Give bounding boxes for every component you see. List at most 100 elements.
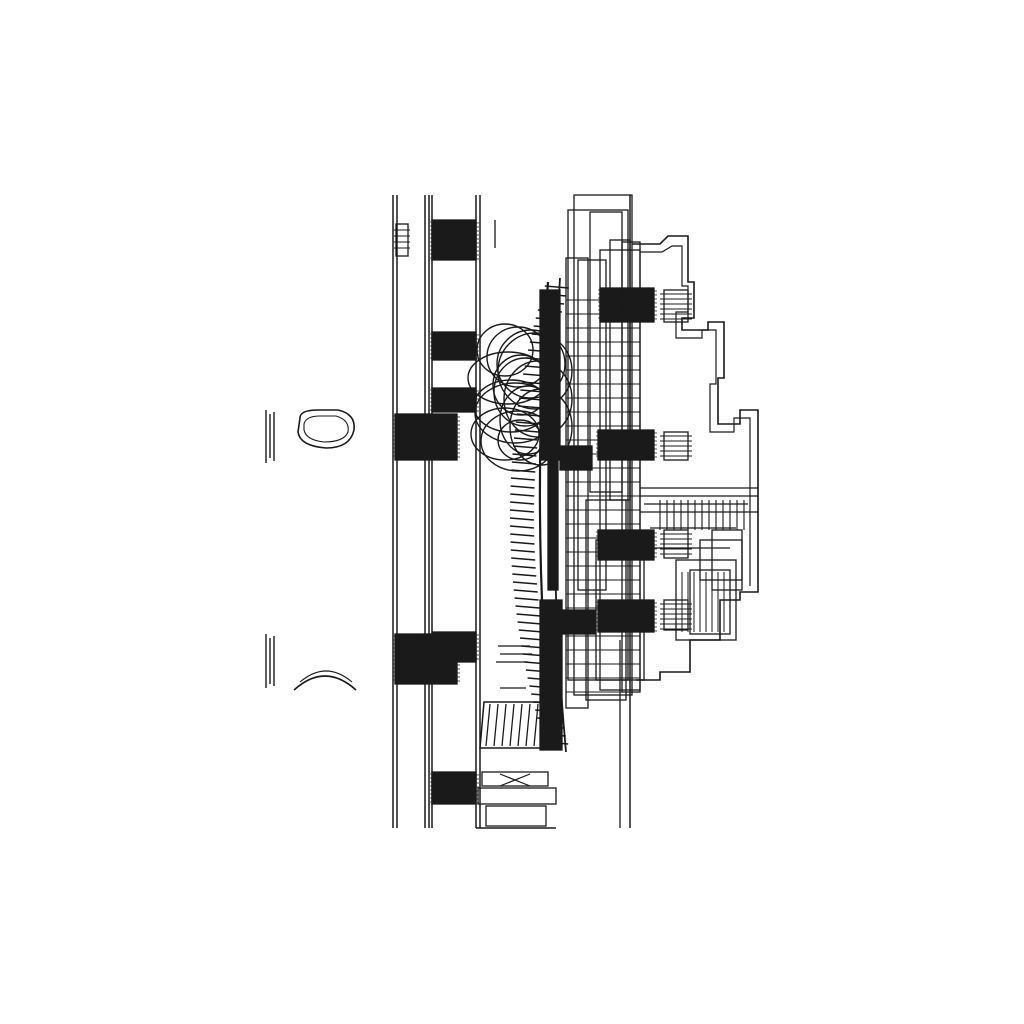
thread-pitch: [429, 237, 480, 240]
gear-tooth: [516, 613, 541, 617]
gear-tooth: [510, 477, 535, 481]
thread-pitch: [429, 233, 480, 236]
thread-pitch: [429, 401, 480, 404]
cylinder-hatch: [493, 703, 499, 747]
cylinder-hatch: [485, 703, 491, 747]
thread-pitch: [392, 419, 461, 422]
gear-tooth: [510, 493, 535, 497]
thread-pitch: [429, 225, 480, 228]
gear-tooth-fill: [559, 445, 593, 471]
gear-tooth: [513, 437, 538, 441]
gear-tooth: [544, 285, 569, 289]
thread-pitch: [392, 443, 461, 446]
gear-tooth: [514, 597, 539, 601]
ellipse-slot-inner: [303, 415, 349, 443]
thread-pitch: [429, 249, 480, 252]
stepped-profile-inner: [640, 245, 751, 586]
gear-tooth: [516, 413, 541, 417]
gear-tooth: [512, 573, 537, 577]
gear-tooth: [513, 589, 538, 593]
housing-frame: [595, 539, 645, 681]
gear-tooth: [512, 581, 538, 585]
thread-pitch: [429, 349, 480, 352]
thread-pitch: [429, 793, 480, 796]
thread-pitch: [429, 797, 480, 800]
gear-tooth: [510, 501, 535, 505]
gear-tooth: [512, 453, 537, 457]
thread-pitch: [429, 229, 480, 232]
cylinder-cap: [481, 771, 549, 787]
housing-frame: [565, 257, 589, 709]
thread-pitch: [429, 637, 480, 640]
thread-pitch: [429, 221, 480, 224]
thread-pitch: [392, 447, 461, 450]
cross-line: [499, 773, 531, 787]
thread-pitch: [392, 439, 461, 442]
slot-features: [293, 409, 357, 691]
gear-tooth: [509, 517, 535, 521]
thread-pitch: [429, 641, 480, 644]
thread-pitch: [392, 663, 461, 666]
thread-pitch: [429, 653, 480, 656]
thread-pitch: [392, 455, 461, 458]
cylinder-hatch: [517, 703, 523, 747]
gear-tooth: [511, 565, 536, 569]
thread-pitch: [429, 777, 480, 780]
gear-tooth: [513, 445, 538, 449]
thread-pitch: [429, 633, 480, 636]
gear-tooth: [515, 421, 540, 425]
gear-tooth: [511, 461, 536, 465]
bearing-assembly: [660, 289, 743, 641]
thread-pitch: [429, 789, 480, 792]
housing-frame: [573, 194, 633, 696]
gear-tooth: [510, 549, 535, 553]
thread-pitch: [429, 657, 480, 660]
main-shaft: [392, 195, 631, 828]
gear-tooth: [510, 525, 535, 529]
gear-tooth: [517, 621, 542, 625]
thread-pitch: [429, 785, 480, 788]
thread-pitch: [429, 337, 480, 340]
thread-pitch: [429, 257, 480, 260]
arc-slot-inner: [299, 670, 353, 683]
hatched-cylinder: [476, 645, 557, 829]
thread-block: [599, 287, 655, 323]
thread-pitch: [429, 773, 480, 776]
gear-tooth: [519, 397, 544, 401]
thread-pitch: [392, 675, 461, 678]
thread-pitch: [429, 253, 480, 256]
thread-pitch: [392, 415, 461, 418]
thread-pitch: [392, 679, 461, 682]
thread-pitch: [429, 357, 480, 360]
gear-tooth-fill: [539, 599, 563, 751]
gear-tooth: [514, 429, 539, 433]
gear-tooth: [518, 629, 543, 633]
nut: [395, 223, 409, 257]
gear-tooth: [510, 533, 535, 537]
thread-pitch: [392, 427, 461, 430]
arc-slot: [293, 675, 357, 691]
ellipse-slot: [297, 409, 355, 449]
gear-circle: [470, 407, 540, 461]
thread-pitch: [392, 423, 461, 426]
thread-pitch: [392, 667, 461, 670]
thread-pitch: [392, 431, 461, 434]
cylinder-cap: [485, 805, 547, 827]
thread-pitch: [429, 353, 480, 356]
gear-tooth: [510, 541, 535, 545]
bearing-ring: [663, 289, 689, 323]
gear-tooth: [511, 557, 536, 561]
cylinder-outline: [479, 701, 549, 749]
thread-pitch: [392, 451, 461, 454]
gear-tooth-fill: [539, 289, 561, 461]
thread-pitch: [429, 781, 480, 784]
gear-tooth: [517, 405, 542, 409]
thread-pitch: [429, 333, 480, 336]
thread-pitch: [429, 245, 480, 248]
thread-pitch: [429, 405, 480, 408]
cylinder-cap: [477, 787, 557, 805]
left-brackets: [265, 410, 275, 688]
thread-pitch: [392, 671, 461, 674]
